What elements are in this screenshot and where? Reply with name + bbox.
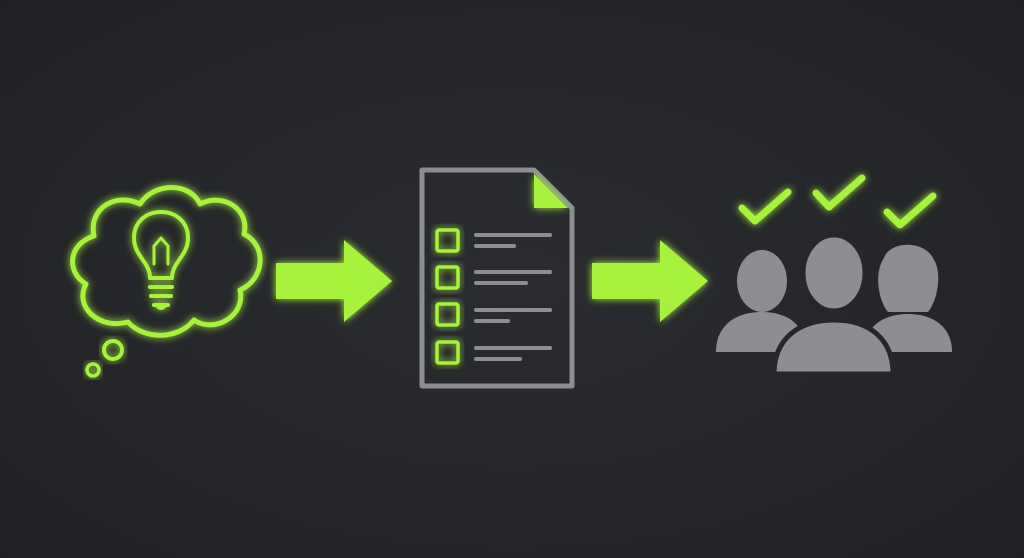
checkbox-icon xyxy=(435,265,460,290)
thought-dot-small xyxy=(85,362,101,378)
checklist-item xyxy=(435,340,552,365)
arrow-right-icon xyxy=(592,240,708,322)
checkmark-icon xyxy=(883,192,937,229)
checklist-item xyxy=(435,302,552,327)
thought-bubble-lightbulb-icon xyxy=(70,185,263,378)
checklist-item xyxy=(435,228,552,253)
lightbulb-icon xyxy=(132,210,190,310)
checkbox-icon xyxy=(435,340,460,365)
checklist-document-icon xyxy=(419,167,575,389)
checkbox-icon xyxy=(435,302,460,327)
arrow-right-icon xyxy=(276,240,392,322)
checklist-item xyxy=(435,265,552,290)
team-approval-icon xyxy=(716,174,952,377)
thought-cloud xyxy=(70,185,263,338)
checkmark-icon xyxy=(812,174,866,211)
document-folded-corner xyxy=(534,174,568,208)
checkmarks xyxy=(738,174,937,229)
checkbox-icon xyxy=(435,228,460,253)
document-outline xyxy=(419,167,575,389)
person-icon-center xyxy=(771,232,896,377)
thought-dot-large xyxy=(102,339,124,361)
person-icon-left xyxy=(716,250,806,352)
checkmark-icon xyxy=(738,188,792,225)
